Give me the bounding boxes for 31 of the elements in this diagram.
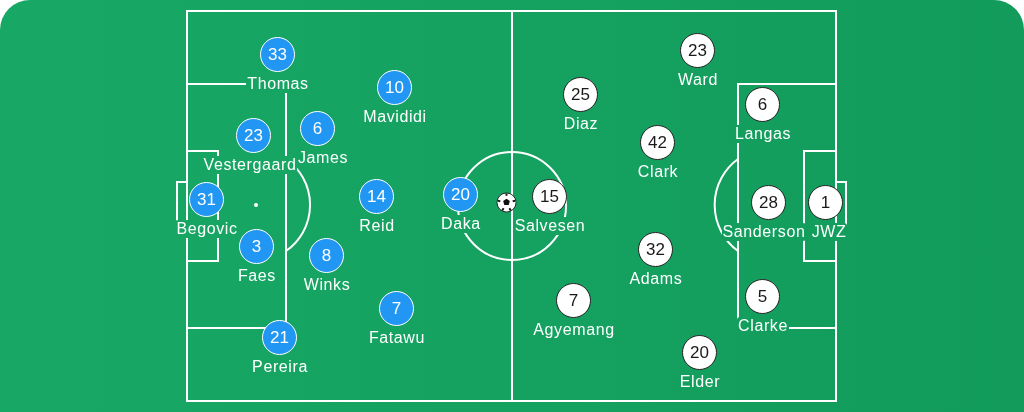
- player-name: Agyemang: [532, 321, 616, 339]
- player-marker: 28: [751, 185, 786, 220]
- player-name: Salvesen: [513, 217, 587, 235]
- player-marker: 21: [262, 320, 297, 355]
- player-name: Thomas: [246, 75, 310, 93]
- player-marker: 42: [640, 125, 675, 160]
- player-marker: 7: [379, 291, 414, 326]
- player-marker: 23: [680, 33, 715, 68]
- player-marker: 23: [236, 118, 271, 153]
- player-marker: 3: [239, 229, 274, 264]
- player-name: Begovic: [175, 220, 239, 238]
- player-name: Daka: [440, 215, 482, 233]
- player-name: Vestergaard: [202, 156, 298, 174]
- player-marker: 7: [556, 283, 591, 318]
- player-marker: 15: [532, 179, 567, 214]
- player-name: JWZ: [810, 223, 848, 241]
- player-marker: 20: [443, 177, 478, 212]
- player-marker: 8: [309, 238, 344, 273]
- player-marker: 33: [260, 37, 295, 72]
- player-marker: 31: [189, 182, 224, 217]
- player-marker: 20: [682, 335, 717, 370]
- player-marker: 5: [745, 279, 780, 314]
- player-name: Langas: [733, 125, 793, 143]
- player-marker: 32: [638, 232, 673, 267]
- player-marker: 10: [377, 70, 412, 105]
- player-marker: 14: [359, 179, 394, 214]
- player-marker: 25: [563, 77, 598, 112]
- player-marker: 6: [300, 111, 335, 146]
- player-marker: 6: [745, 87, 780, 122]
- player-name: Sanderson: [721, 223, 807, 241]
- player-marker: 1: [808, 185, 843, 220]
